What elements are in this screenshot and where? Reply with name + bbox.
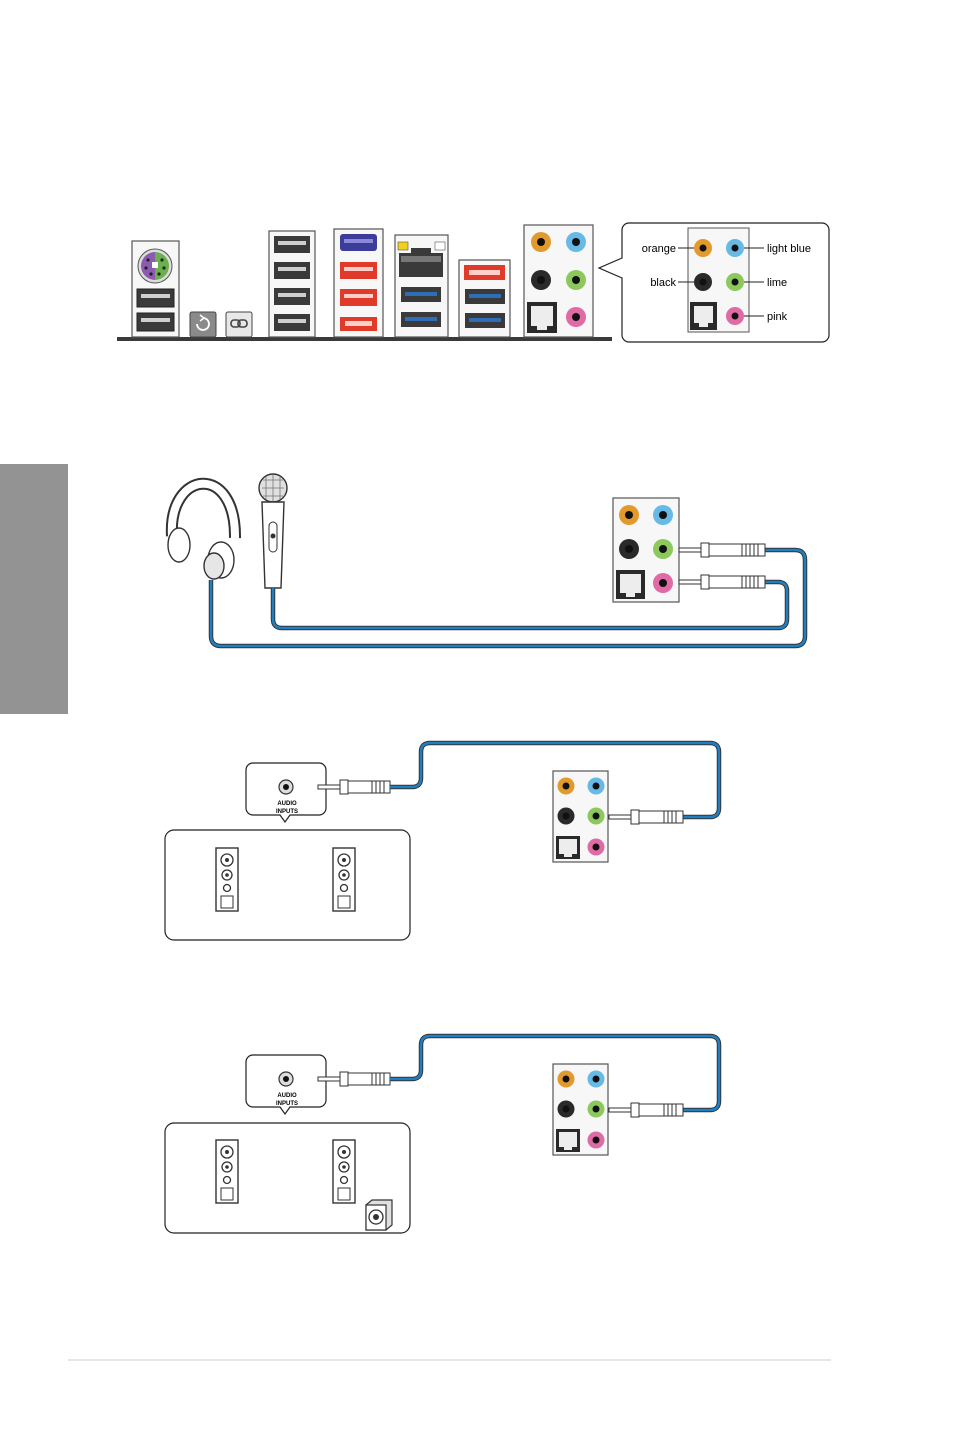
- audio-inputs-label-1: AUDIO: [277, 1093, 297, 1099]
- two-one-channel-speaker-diagram: AUDIO INPUTS: [165, 1036, 719, 1233]
- clear-cmos-icon[interactable]: [190, 312, 216, 337]
- audio-plug-icon: [609, 810, 683, 824]
- audio-inputs-label-2: INPUTS: [276, 809, 298, 815]
- usb3-red-stack: [334, 229, 383, 337]
- bios-flashback-icon[interactable]: [226, 312, 252, 337]
- lan-usb3-block: [395, 235, 448, 337]
- esata-usb3-block: [459, 260, 510, 337]
- two-channel-speaker-diagram: AUDIO INPUTS: [165, 743, 719, 940]
- speaker-icon: [333, 1140, 355, 1203]
- audio-panel-2-1ch: [553, 1064, 608, 1155]
- label-light-blue: light blue: [767, 243, 811, 255]
- subwoofer-icon: [366, 1200, 392, 1230]
- esata-icon: [340, 317, 377, 331]
- audio-panel-2ch: [553, 771, 608, 862]
- headphone-icon: [168, 484, 235, 579]
- label-lime: lime: [767, 277, 787, 289]
- ps2-port-icon: [138, 249, 172, 283]
- optical-spdif-icon: [527, 302, 557, 333]
- microphone-icon: [259, 474, 287, 588]
- audio-plug-icon: [679, 575, 765, 589]
- usb2-stack: [269, 231, 315, 337]
- audio-plug-icon: [318, 780, 390, 794]
- audio-plug-icon: [318, 1072, 390, 1086]
- audio-plug-icon: [609, 1103, 683, 1117]
- speaker-icon: [216, 1140, 238, 1203]
- audio-panel-headphone: [613, 498, 679, 602]
- speaker-icon: [333, 848, 355, 911]
- audio-inputs-label-2: INPUTS: [276, 1101, 298, 1107]
- microphone-cable: [273, 582, 787, 628]
- label-pink: pink: [767, 311, 788, 323]
- headphone-cable: [211, 550, 805, 646]
- esata-icon: [464, 265, 505, 280]
- audio-panel-rear: [524, 225, 593, 337]
- headphone-mic-diagram: [168, 474, 805, 646]
- audio-color-callout: orange black light blue lime pink: [599, 223, 829, 342]
- rear-io-panel: orange black light blue lime pink: [117, 223, 829, 342]
- audio-inputs-label-1: AUDIO: [277, 801, 297, 807]
- panel-baseline: [117, 337, 612, 341]
- label-orange: orange: [642, 243, 676, 255]
- speaker-icon: [216, 848, 238, 911]
- ps2-usb-block: [132, 241, 179, 337]
- audio-plug-icon: [679, 543, 765, 557]
- label-black: black: [650, 277, 676, 289]
